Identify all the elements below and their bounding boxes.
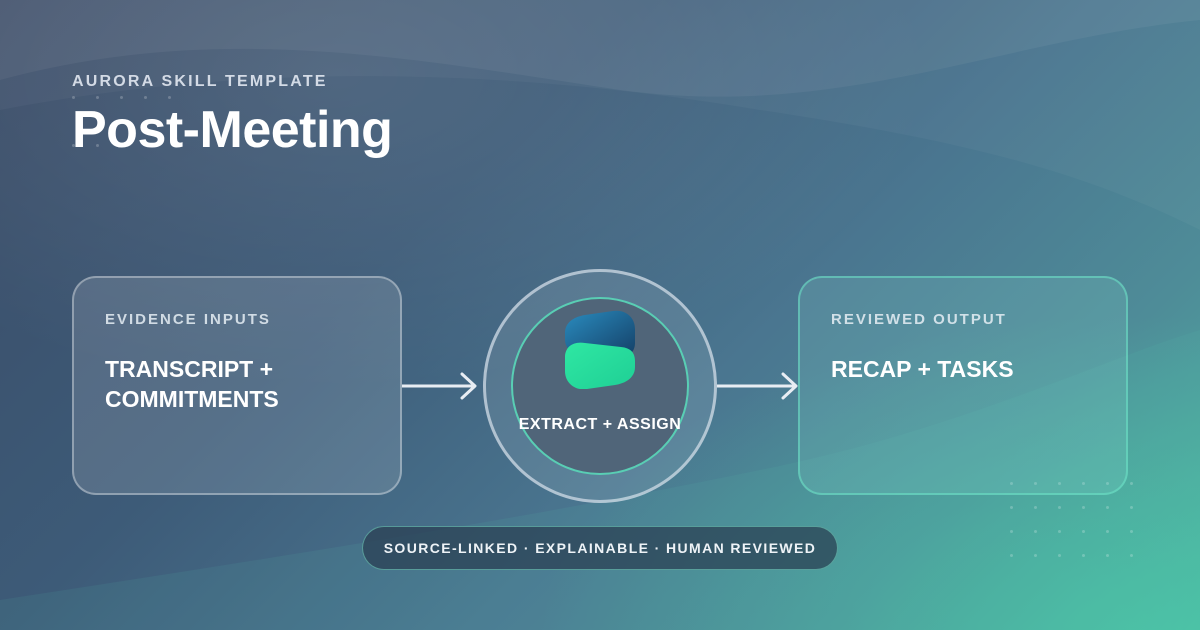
reviewed-output-label: REVIEWED OUTPUT xyxy=(831,311,1007,328)
evidence-inputs-card: EVIDENCE INPUTS TRANSCRIPT + COMMITMENTS xyxy=(72,276,402,495)
process-label: EXTRACT + ASSIGN xyxy=(518,416,682,433)
aurora-logo-icon xyxy=(565,310,635,389)
template-eyebrow: AURORA SKILL TEMPLATE xyxy=(72,73,328,90)
reviewed-output-card: REVIEWED OUTPUT RECAP + TASKS xyxy=(798,276,1128,495)
reviewed-output-value: RECAP + TASKS xyxy=(831,356,1014,382)
evidence-inputs-label: EVIDENCE INPUTS xyxy=(105,311,271,328)
evidence-inputs-value: TRANSCRIPT + COMMITMENTS xyxy=(105,356,279,412)
tagline-badge: SOURCE-LINKED · EXPLAINABLE · HUMAN REVI… xyxy=(362,526,838,570)
arrow-right-icon xyxy=(402,372,477,400)
page-title: Post-Meeting xyxy=(72,101,393,159)
tagline-text: SOURCE-LINKED · EXPLAINABLE · HUMAN REVI… xyxy=(383,540,817,556)
arrow-right-icon xyxy=(717,372,798,400)
